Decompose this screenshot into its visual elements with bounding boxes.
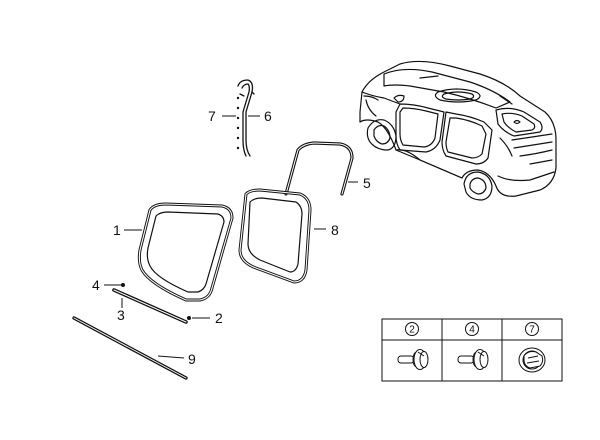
callout-2: 2 bbox=[215, 310, 223, 326]
pillar-weatherstrip-part-6 bbox=[237, 79, 255, 157]
callout-1: 1 bbox=[113, 222, 121, 238]
callout-9: 9 bbox=[188, 351, 196, 367]
callout-labels: 1 2 3 4 5 6 7 8 9 bbox=[92, 108, 371, 367]
callout-7: 7 bbox=[208, 108, 216, 124]
callout-6: 6 bbox=[264, 108, 272, 124]
legend-num-2: 2 bbox=[409, 325, 415, 336]
push-pin-clip-icon bbox=[397, 349, 429, 370]
clip-dots-part-7 bbox=[236, 96, 240, 150]
long-strip-part-9 bbox=[72, 316, 188, 380]
callout-8: 8 bbox=[331, 222, 339, 238]
door-upper-seal-part-5 bbox=[284, 141, 354, 196]
hook-clip-icon bbox=[518, 347, 546, 373]
legend-num-7: 7 bbox=[529, 325, 535, 336]
push-pin-clip-icon bbox=[457, 349, 489, 370]
legend-header-2: 2 bbox=[405, 322, 419, 336]
sill-strip-part-3 bbox=[112, 288, 188, 324]
leader-lines bbox=[104, 115, 358, 359]
callout-3: 3 bbox=[117, 307, 125, 323]
legend-header-4: 4 bbox=[465, 322, 479, 336]
door-opening-seal-part-1 bbox=[137, 202, 234, 302]
suv-car-illustration bbox=[359, 60, 557, 201]
clip-dots bbox=[121, 283, 191, 320]
callout-4: 4 bbox=[92, 277, 100, 293]
callout-5: 5 bbox=[363, 175, 371, 191]
legend-header-7: 7 bbox=[525, 322, 539, 336]
door-frame-seal-part-8 bbox=[238, 188, 312, 284]
fastener-legend-table: 2 4 7 bbox=[381, 318, 563, 382]
legend-num-4: 4 bbox=[469, 325, 475, 336]
